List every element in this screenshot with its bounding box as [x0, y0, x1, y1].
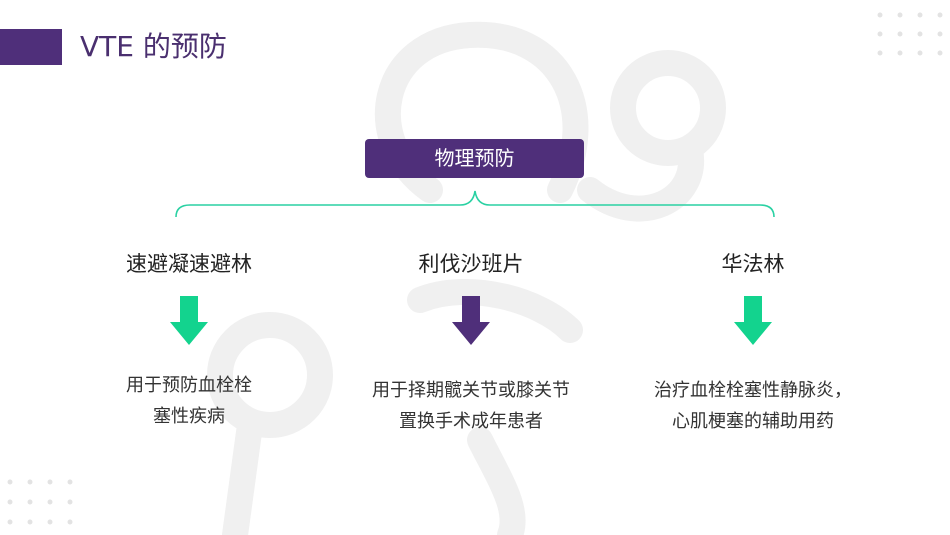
drug-description-3: 治疗血栓栓塞性静脉炎， 心肌梗塞的辅助用药 [628, 375, 878, 437]
category-box: 物理预防 [365, 139, 584, 178]
down-arrow-icon [170, 296, 208, 345]
description-line: 用于择期髋关节或膝关节 [372, 380, 570, 401]
page-title: VTE 的预防 [80, 30, 227, 63]
dot-grid-top-right [877, 12, 943, 56]
bracket-connector [175, 190, 775, 218]
description-line: 塞性疾病 [153, 406, 225, 427]
title-accent-bar [0, 29, 62, 65]
dot-grid-bottom-left [7, 479, 73, 525]
drug-heading-3: 华法林 [721, 252, 785, 276]
description-line: 用于预防血栓栓 [126, 375, 252, 396]
drug-heading-2: 利伐沙班片 [418, 252, 524, 276]
down-arrow-icon [734, 296, 772, 345]
drug-heading-1: 速避凝速避林 [126, 252, 252, 276]
description-line: 治疗血栓栓塞性静脉炎， [654, 380, 852, 401]
description-line: 心肌梗塞的辅助用药 [672, 411, 834, 432]
description-line: 置换手术成年患者 [399, 411, 543, 432]
drug-description-1: 用于预防血栓栓 塞性疾病 [64, 370, 314, 432]
drug-description-2: 用于择期髋关节或膝关节 置换手术成年患者 [346, 375, 596, 437]
down-arrow-icon [452, 296, 490, 345]
